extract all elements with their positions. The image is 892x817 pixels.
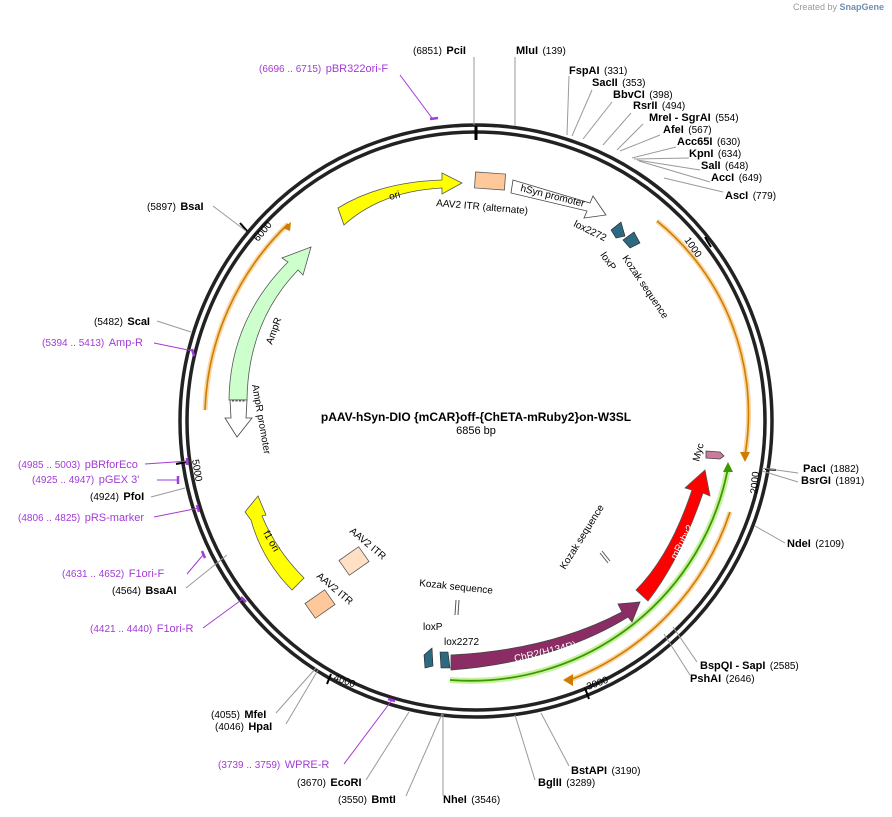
orange-arc-right-arrow bbox=[740, 452, 750, 462]
primer-labels: (6696 .. 6715) pBR322ori-F (5394 .. 5413… bbox=[18, 59, 388, 772]
ori-feature[interactable] bbox=[337, 172, 463, 226]
primer-pbrforeco[interactable]: (4985 .. 5003) pBRforEco bbox=[18, 455, 138, 472]
primer-marks bbox=[176, 116, 439, 703]
primer-amp-r[interactable]: (5394 .. 5413) Amp-R bbox=[42, 333, 143, 350]
tick-label-5000: 5000 bbox=[189, 459, 204, 483]
itr-2-feature[interactable] bbox=[304, 589, 336, 619]
loxp-bottom-label: loxP bbox=[423, 622, 443, 633]
enzyme-bsaai[interactable]: (4564) BsaAI bbox=[112, 581, 177, 598]
enzyme-scai[interactable]: (5482) ScaI bbox=[94, 312, 150, 329]
enzyme-pcii[interactable]: (6851) PciI bbox=[413, 41, 466, 58]
primer-f1ori-r[interactable]: (4421 .. 4440) F1ori-R bbox=[90, 619, 193, 636]
myc-label: Myc bbox=[691, 442, 706, 463]
kozak-right-marker-2 bbox=[601, 550, 611, 562]
loxp-top-feature[interactable] bbox=[622, 231, 641, 249]
green-arc bbox=[449, 467, 729, 682]
enzyme-labels: (6851) PciI MluI (139) FspAI (331) SacII… bbox=[90, 41, 864, 807]
f1ori-feature[interactable] bbox=[244, 495, 305, 591]
enzyme-paci[interactable]: PacI (1882) bbox=[803, 459, 859, 476]
lox2272-top-feature[interactable] bbox=[610, 221, 626, 239]
kozak-mid-marker-2 bbox=[457, 599, 460, 616]
kozak-mid-marker bbox=[454, 599, 457, 616]
enzyme-mfei[interactable]: (4055) MfeI bbox=[211, 705, 266, 722]
enzyme-bstapi[interactable]: BstAPI (3190) bbox=[571, 761, 640, 778]
myc-feature[interactable] bbox=[705, 450, 725, 460]
enzyme-bspqi-sapi[interactable]: BspQI - SapI (2585) bbox=[700, 656, 799, 673]
lox2272-bottom-label: lox2272 bbox=[444, 637, 479, 648]
enzyme-afei[interactable]: AfeI (567) bbox=[663, 120, 712, 137]
kozak-top-label: Kozak sequence bbox=[620, 254, 671, 322]
orange-arc-right bbox=[656, 220, 750, 456]
primer-pbr322ori-f[interactable]: (6696 .. 6715) pBR322ori-F bbox=[259, 59, 388, 76]
enzyme-bsrgi[interactable]: BsrGI (1891) bbox=[801, 471, 864, 488]
ampr-promoter-feature[interactable] bbox=[224, 399, 253, 438]
ampr-feature[interactable] bbox=[228, 246, 312, 401]
primer-pgex3[interactable]: (4925 .. 4947) pGEX 3' bbox=[32, 470, 139, 487]
enzyme-mlui[interactable]: MluI (139) bbox=[516, 41, 566, 58]
plasmid-length: 6856 bp bbox=[456, 425, 496, 437]
ampr-promoter-label: AmpR promoter bbox=[249, 384, 272, 456]
orange-arc-right-glow bbox=[655, 219, 752, 456]
enzyme-acci[interactable]: AccI (649) bbox=[711, 168, 762, 185]
primer-prs-marker[interactable]: (4806 .. 4825) pRS-marker bbox=[18, 508, 144, 525]
tick-mark-4000 bbox=[326, 673, 332, 685]
plasmid-title: pAAV-hSyn-DIO {mCAR}off-{ChETA-mRuby2}on… bbox=[321, 410, 631, 424]
snapgene-credit: Created by SnapGene bbox=[793, 2, 884, 12]
orange-arc-bottom bbox=[569, 511, 731, 681]
orange-arc-left bbox=[204, 223, 289, 411]
enzyme-mrei-sgrai[interactable]: MreI - SgrAI (554) bbox=[649, 108, 739, 125]
enzyme-bglii[interactable]: BglII (3289) bbox=[538, 773, 595, 790]
enzyme-bsai[interactable]: (5897) BsaI bbox=[147, 197, 204, 214]
lox2272-top-label: lox2272 bbox=[572, 219, 609, 244]
primer-wpre-r[interactable]: (3739 .. 3759) WPRE-R bbox=[218, 755, 329, 772]
tick-mark-6000 bbox=[239, 222, 248, 232]
enzyme-sacii[interactable]: SacII (353) bbox=[592, 73, 646, 90]
loxp-bottom-feature[interactable] bbox=[423, 647, 434, 669]
enzyme-sali[interactable]: SalI (648) bbox=[701, 156, 748, 173]
orange-arc-bottom-arrow bbox=[563, 674, 573, 686]
enzyme-hpai[interactable]: (4046) HpaI bbox=[215, 717, 272, 734]
ampr-label: AmpR bbox=[264, 316, 284, 346]
enzyme-bbvci[interactable]: BbvCI (398) bbox=[613, 85, 673, 102]
kozak-right-marker bbox=[599, 552, 609, 564]
enzyme-ndei[interactable]: NdeI (2109) bbox=[787, 534, 844, 551]
credit-prefix: Created by bbox=[792, 2, 837, 12]
tick-label-2000: 2000 bbox=[749, 471, 762, 495]
hsyn-promoter-feature[interactable] bbox=[510, 179, 607, 219]
loxp-top-label: loxP bbox=[598, 250, 618, 273]
enzyme-pfoi[interactable]: (4924) PfoI bbox=[90, 487, 144, 504]
green-arc-glow bbox=[449, 467, 731, 684]
enzyme-pshai[interactable]: PshAI (2646) bbox=[690, 669, 755, 686]
enzyme-ecori[interactable]: (3670) EcoRI bbox=[297, 773, 362, 790]
snapgene-logo: SnapGene bbox=[839, 2, 884, 12]
mruby2-feature[interactable] bbox=[635, 469, 711, 602]
tick-mark-5000 bbox=[175, 461, 188, 465]
itr-1-feature[interactable] bbox=[338, 546, 370, 576]
primer-f1ori-f[interactable]: (4631 .. 4652) F1ori-F bbox=[62, 564, 164, 581]
enzyme-leaders bbox=[150, 57, 799, 797]
enzyme-asci[interactable]: AscI (779) bbox=[725, 186, 776, 203]
tick-mark-1000 bbox=[704, 236, 712, 248]
orange-arc-left-arrow bbox=[283, 222, 291, 231]
enzyme-kpni[interactable]: KpnI (634) bbox=[689, 144, 741, 161]
backbone-outer bbox=[178, 123, 774, 719]
tick-mark-3000 bbox=[584, 687, 590, 700]
enzyme-bmti[interactable]: (3550) BmtI bbox=[338, 790, 396, 807]
chr2-feature[interactable] bbox=[450, 601, 641, 671]
green-arc-arrow bbox=[723, 462, 733, 472]
enzyme-acc65i[interactable]: Acc65I (630) bbox=[677, 132, 740, 149]
lox2272-bottom-feature[interactable] bbox=[439, 651, 451, 669]
itr-alt-feature[interactable] bbox=[474, 171, 506, 191]
enzyme-rsrii[interactable]: RsrII (494) bbox=[633, 96, 685, 113]
kozak-mid-label: Kozak sequence bbox=[419, 578, 494, 597]
enzyme-nhei[interactable]: NheI (3546) bbox=[443, 790, 500, 807]
ori-label: ori bbox=[388, 189, 402, 203]
kozak-right-label: Kozak sequence bbox=[558, 503, 607, 572]
enzyme-fspai[interactable]: FspAI (331) bbox=[569, 61, 627, 78]
itr-alt-label: AAV2 ITR (alternate) bbox=[436, 198, 529, 217]
primer-leaders bbox=[144, 74, 433, 765]
